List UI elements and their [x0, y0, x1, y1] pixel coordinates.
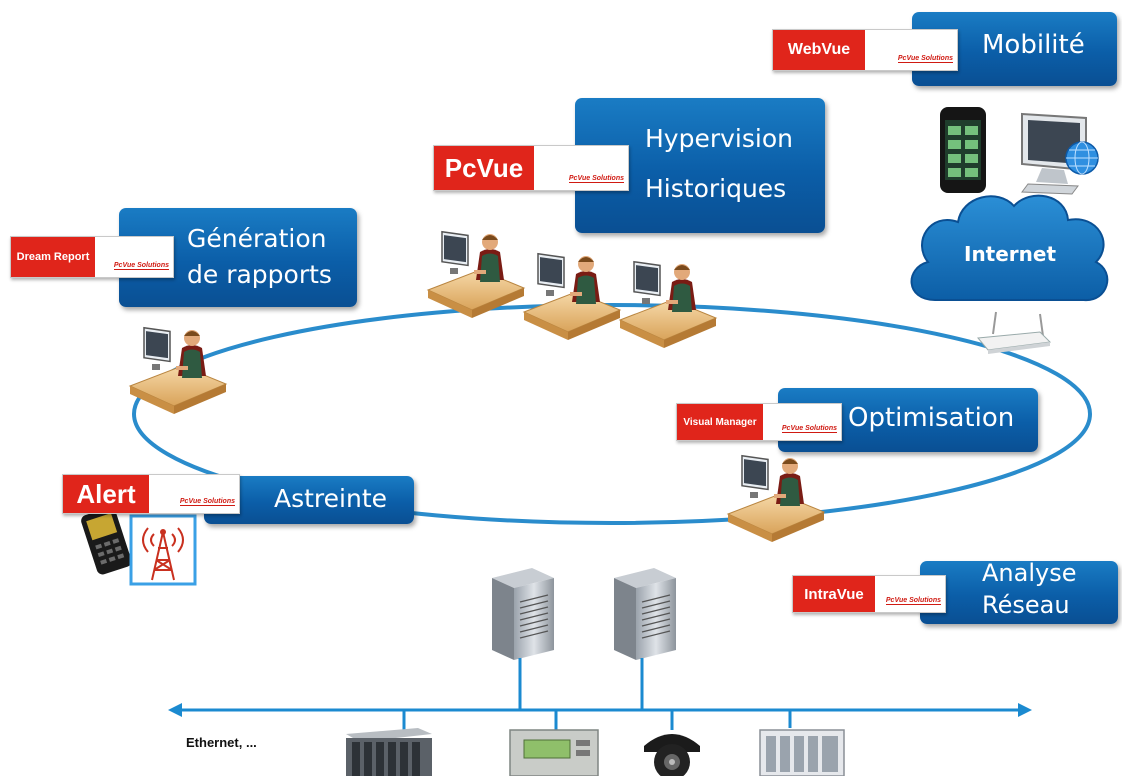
webvue-badge-sub: PcVue Solutions [897, 55, 953, 63]
plc-rack-icon [346, 728, 432, 776]
smartphone-icon [940, 107, 986, 193]
alert-badge-label: Alert [63, 475, 149, 513]
operator-workstation-icon [523, 253, 621, 341]
alert-badge: Alert PcVue Solutions [62, 474, 240, 514]
optimisation-label: Optimisation [848, 403, 1015, 433]
analyse-label: Analyse [982, 559, 1077, 587]
internet-label: Internet [964, 242, 1057, 266]
io-module-icon [759, 729, 845, 776]
server-tower-icon [491, 567, 555, 661]
server-tower-icon [613, 567, 677, 661]
router-icon [977, 311, 1052, 354]
dreamreport-badge-sub: PcVue Solutions [113, 262, 169, 270]
controller-icon [509, 729, 599, 776]
visualmanager-badge-sub: PcVue Solutions [781, 425, 837, 433]
mobile-phone-icon [81, 507, 132, 575]
antenna-tower-icon [129, 514, 197, 586]
intravue-badge-sub: PcVue Solutions [885, 597, 941, 605]
visualmanager-badge: Visual Manager PcVue Solutions [676, 403, 842, 441]
ring-network [132, 303, 1092, 525]
operator-workstation-icon [727, 455, 825, 543]
analyse-box: Analyse Réseau [920, 559, 1118, 624]
operator-workstation-icon [129, 327, 227, 415]
generation-label: Génération [187, 224, 327, 253]
dreamreport-badge: Dream Report PcVue Solutions [10, 236, 174, 278]
dome-camera-icon [644, 734, 700, 776]
optimisation-box: Optimisation [778, 388, 1038, 452]
internet-cloud [910, 194, 1109, 302]
globe-icon [1065, 141, 1099, 175]
rapports-label: de rapports [187, 260, 332, 289]
reseau-label: Réseau [982, 591, 1070, 619]
webvue-badge: WebVue PcVue Solutions [772, 29, 958, 71]
alert-badge-sub: PcVue Solutions [179, 498, 235, 506]
pcvue-badge: PcVue PcVue Solutions [433, 145, 629, 191]
astreinte-label: Astreinte [274, 484, 388, 513]
ethernet-bus [168, 703, 1032, 717]
pcvue-badge-label: PcVue [434, 146, 534, 190]
dreamreport-badge-label: Dream Report [11, 237, 95, 277]
hypervision-label: Hypervision [645, 124, 793, 153]
intravue-badge-label: IntraVue [793, 576, 875, 612]
pcvue-badge-sub: PcVue Solutions [568, 175, 624, 183]
intravue-badge: IntraVue PcVue Solutions [792, 575, 946, 613]
webvue-badge-label: WebVue [773, 30, 865, 70]
visualmanager-badge-label: Visual Manager [677, 404, 763, 440]
ethernet-label: Ethernet, ... [186, 735, 257, 750]
mobilite-label: Mobilité [982, 30, 1085, 60]
operator-workstation-icon [427, 231, 525, 319]
historiques-label: Historiques [645, 174, 787, 203]
